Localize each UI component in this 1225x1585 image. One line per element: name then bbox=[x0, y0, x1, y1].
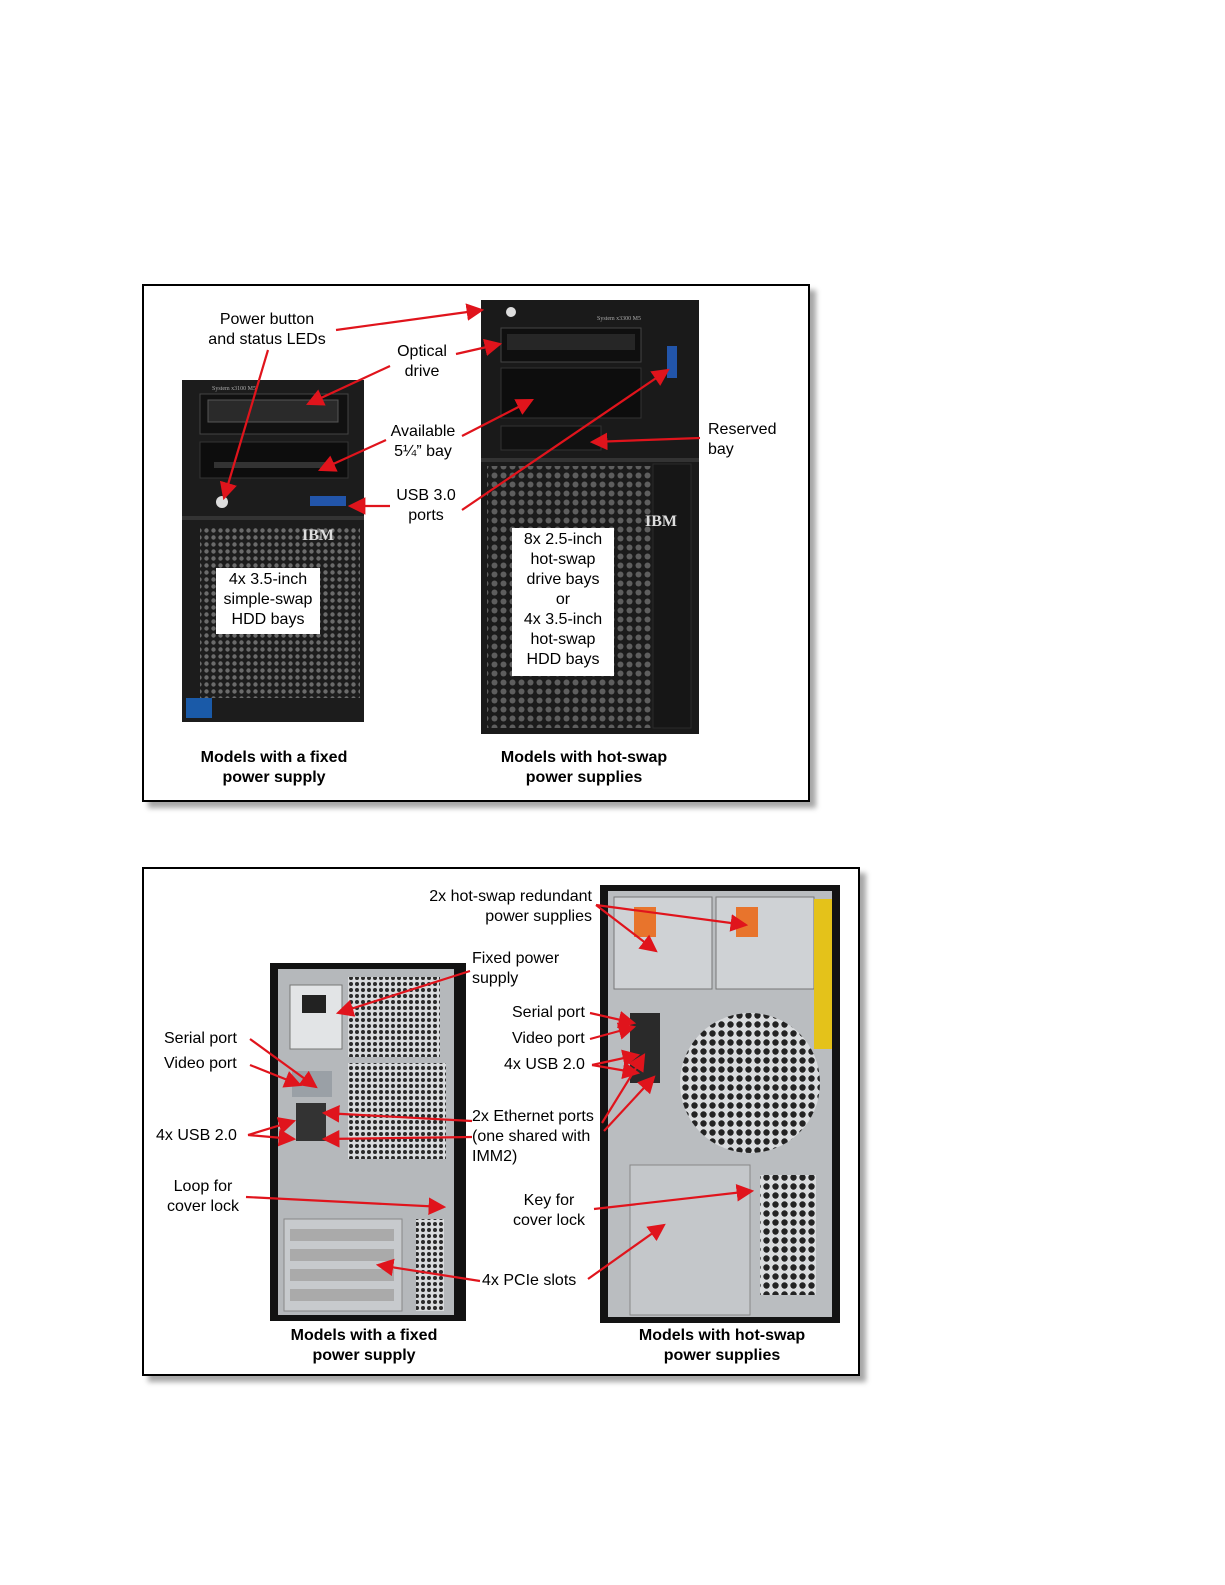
label-reserved-bay: Reserved bay bbox=[708, 421, 777, 458]
label-available-bay: Available 5¼” bay bbox=[390, 423, 456, 460]
label-usb30-ports: USB 3.0 ports bbox=[396, 487, 456, 524]
label-hot-swap-bays: 8x 2.5-inch hot-swap drive bays or 4x 3.… bbox=[512, 528, 614, 676]
caption-rear-hotswap: Models with hot-swap power supplies bbox=[638, 1327, 806, 1364]
server-brand-logo: IBM bbox=[302, 527, 334, 544]
caption-front-fixed: Models with a fixed power supply bbox=[200, 749, 348, 786]
label-redundant-psu: 2x hot-swap redundant power supplies bbox=[429, 888, 592, 925]
server-model-label: System x3100 M5 bbox=[212, 386, 256, 392]
label-key-cover-lock: Key for cover lock bbox=[512, 1192, 586, 1229]
server-brand-logo-hotswap: IBM bbox=[645, 513, 677, 530]
label-loop-cover-lock: Loop for cover lock bbox=[166, 1178, 240, 1215]
server-front-fixed-image: IBM System x3100 M5 bbox=[182, 380, 364, 722]
front-view-figure: IBM System x3100 M5 IBM System x3300 M5 … bbox=[142, 284, 810, 802]
server-rear-fixed-image bbox=[270, 963, 466, 1321]
label-video-port-left: Video port bbox=[164, 1055, 237, 1072]
arrow-power-hotswap bbox=[335, 303, 485, 332]
label-video-port-right: Video port bbox=[512, 1030, 585, 1047]
label-usb20-left: 4x USB 2.0 bbox=[156, 1127, 237, 1144]
rear-view-figure: Fixed power supply Serial port Video por… bbox=[142, 867, 860, 1376]
server-model-label-hotswap: System x3300 M5 bbox=[597, 316, 641, 322]
label-usb20-right: 4x USB 2.0 bbox=[504, 1056, 585, 1073]
label-power-button: Power button and status LEDs bbox=[208, 311, 326, 348]
label-simple-swap-bays: 4x 3.5-inch simple-swap HDD bays bbox=[216, 568, 320, 634]
label-optical-drive: Optical drive bbox=[397, 343, 447, 380]
caption-rear-fixed: Models with a fixed power supply bbox=[290, 1327, 438, 1364]
label-ethernet-ports: 2x Ethernet ports (one shared with IMM2) bbox=[472, 1108, 594, 1165]
label-serial-port-right: Serial port bbox=[512, 1004, 585, 1021]
server-rear-hotswap-image bbox=[600, 885, 840, 1323]
label-pcie-slots: 4x PCIe slots bbox=[482, 1272, 577, 1289]
label-fixed-psu: Fixed power supply bbox=[472, 950, 560, 987]
label-serial-port-left: Serial port bbox=[164, 1030, 237, 1047]
caption-front-hotswap: Models with hot-swap power supplies bbox=[500, 749, 668, 786]
